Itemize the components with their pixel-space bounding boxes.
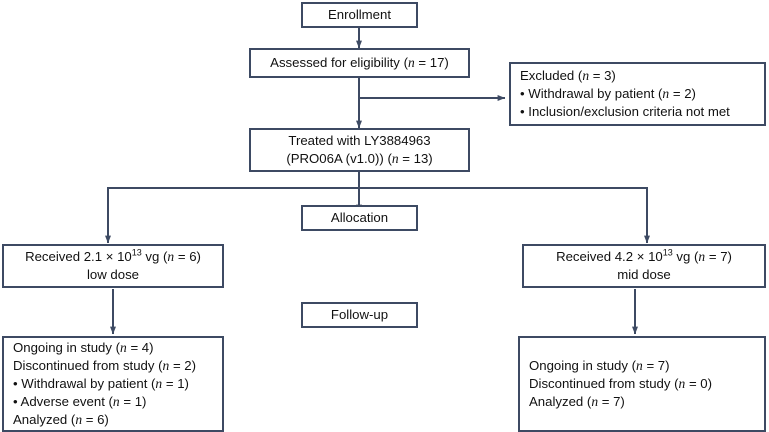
- excluded-title-pre: Excluded (: [520, 68, 583, 83]
- low-followup-withdrawal-post: = 1): [162, 376, 189, 391]
- low-followup-ongoing-pre: Ongoing in study (: [13, 340, 121, 355]
- low-dose-line-1: Received 2.1 × 1013 vg (n = 6): [14, 248, 212, 266]
- node-assessed-for-eligibility: Assessed for eligibility (n = 17): [249, 48, 470, 78]
- excluded-item-criteria: • Inclusion/exclusion criteria not met: [520, 104, 730, 119]
- mid-followup-ongoing: Ongoing in study (n = 7): [529, 357, 755, 375]
- low-dose-line-2: low dose: [86, 267, 140, 282]
- mid-dose-line-2: mid dose: [617, 267, 671, 282]
- excluded-item1-pre: • Withdrawal by patient (: [520, 86, 663, 101]
- node-low-dose: Received 2.1 × 1013 vg (n = 6) low dose: [2, 244, 224, 288]
- mid-dose-post: = 7): [705, 249, 732, 264]
- mid-followup-analyzed-pre: Analyzed (: [529, 394, 592, 409]
- excluded-item1-post: = 2): [669, 86, 696, 101]
- stage-enrollment: Enrollment: [301, 2, 418, 28]
- low-followup-ongoing-post: = 4): [126, 340, 154, 355]
- treated-line2-pre: (PRO06A (v1.0)) (: [286, 151, 392, 166]
- low-dose-n: n: [167, 249, 175, 264]
- low-followup-withdrawal-pre: • Withdrawal by patient (: [13, 376, 156, 391]
- node-low-dose-followup: Ongoing in study (n = 4) Discontinued fr…: [2, 336, 224, 432]
- excluded-item1-n: n: [662, 86, 670, 101]
- assessed-n-symbol: n: [407, 55, 415, 70]
- low-dose-exponent: 13: [131, 247, 142, 258]
- mid-dose-pre: Received 4.2 × 10: [556, 249, 663, 264]
- stage-enrollment-label: Enrollment: [327, 7, 392, 22]
- mid-dose-exponent: 13: [662, 247, 673, 258]
- mid-followup-ongoing-post: = 7): [642, 358, 670, 373]
- stage-allocation-label: Allocation: [330, 210, 389, 225]
- mid-followup-analyzed: Analyzed (n = 7): [529, 393, 755, 411]
- treated-line2-post: = 13): [398, 151, 433, 166]
- low-followup-discontinued: Discontinued from study (n = 2): [13, 357, 213, 375]
- low-dose-pre: Received 2.1 × 10: [25, 249, 132, 264]
- treated-line-2: (PRO06A (v1.0)) (n = 13): [261, 150, 458, 168]
- low-followup-discontinued-post: = 2): [169, 358, 197, 373]
- stage-followup-label: Follow-up: [330, 307, 389, 322]
- assessed-text-post: = 17): [414, 55, 449, 70]
- mid-followup-ongoing-n: n: [636, 358, 643, 373]
- low-followup-adverse-n: n: [112, 394, 120, 409]
- excluded-item-withdrawal: • Withdrawal by patient (n = 2): [520, 85, 755, 103]
- low-followup-adverse-post: = 1): [119, 394, 147, 409]
- mid-followup-discontinued-post: = 0): [685, 376, 713, 391]
- assessed-text-pre: Assessed for eligibility (: [270, 55, 408, 70]
- stage-allocation: Allocation: [301, 205, 418, 231]
- mid-followup-discontinued-n: n: [678, 376, 686, 391]
- mid-followup-ongoing-pre: Ongoing in study (: [529, 358, 637, 373]
- node-mid-dose: Received 4.2 × 1013 vg (n = 7) mid dose: [522, 244, 766, 288]
- low-followup-ongoing-n: n: [120, 340, 127, 355]
- low-dose-mid: vg (: [141, 249, 168, 264]
- low-followup-analyzed-n: n: [75, 412, 83, 427]
- low-followup-withdrawal-n: n: [155, 376, 163, 391]
- low-followup-discontinued-n: n: [162, 358, 170, 373]
- excluded-title-n: n: [582, 68, 590, 83]
- mid-followup-analyzed-post: = 7): [598, 394, 625, 409]
- mid-dose-mid: vg (: [672, 249, 699, 264]
- low-followup-analyzed: Analyzed (n = 6): [13, 411, 213, 429]
- mid-followup-discontinued-pre: Discontinued from study (: [529, 376, 679, 391]
- mid-followup-discontinued: Discontinued from study (n = 0): [529, 375, 755, 393]
- low-followup-analyzed-pre: Analyzed (: [13, 412, 76, 427]
- low-followup-discontinued-pre: Discontinued from study (: [13, 358, 163, 373]
- treated-line2-n: n: [391, 151, 399, 166]
- node-treated: Treated with LY3884963 (PRO06A (v1.0)) (…: [249, 128, 470, 172]
- excluded-title-post: = 3): [589, 68, 616, 83]
- low-followup-withdrawal: • Withdrawal by patient (n = 1): [13, 375, 213, 393]
- node-mid-dose-followup: Ongoing in study (n = 7) Discontinued fr…: [518, 336, 766, 432]
- node-excluded: Excluded (n = 3) • Withdrawal by patient…: [509, 62, 766, 126]
- low-followup-ongoing: Ongoing in study (n = 4): [13, 339, 213, 357]
- low-followup-adverse-event: • Adverse event (n = 1): [13, 393, 213, 411]
- mid-dose-line-1: Received 4.2 × 1013 vg (n = 7): [534, 248, 754, 266]
- stage-followup: Follow-up: [301, 302, 418, 328]
- mid-followup-analyzed-n: n: [591, 394, 599, 409]
- low-followup-adverse-pre: • Adverse event (: [13, 394, 113, 409]
- mid-dose-n: n: [698, 249, 706, 264]
- low-dose-post: = 6): [174, 249, 201, 264]
- treated-line-1: Treated with LY3884963: [288, 133, 431, 148]
- low-followup-analyzed-post: = 6): [82, 412, 109, 427]
- excluded-title-row: Excluded (n = 3): [520, 67, 755, 85]
